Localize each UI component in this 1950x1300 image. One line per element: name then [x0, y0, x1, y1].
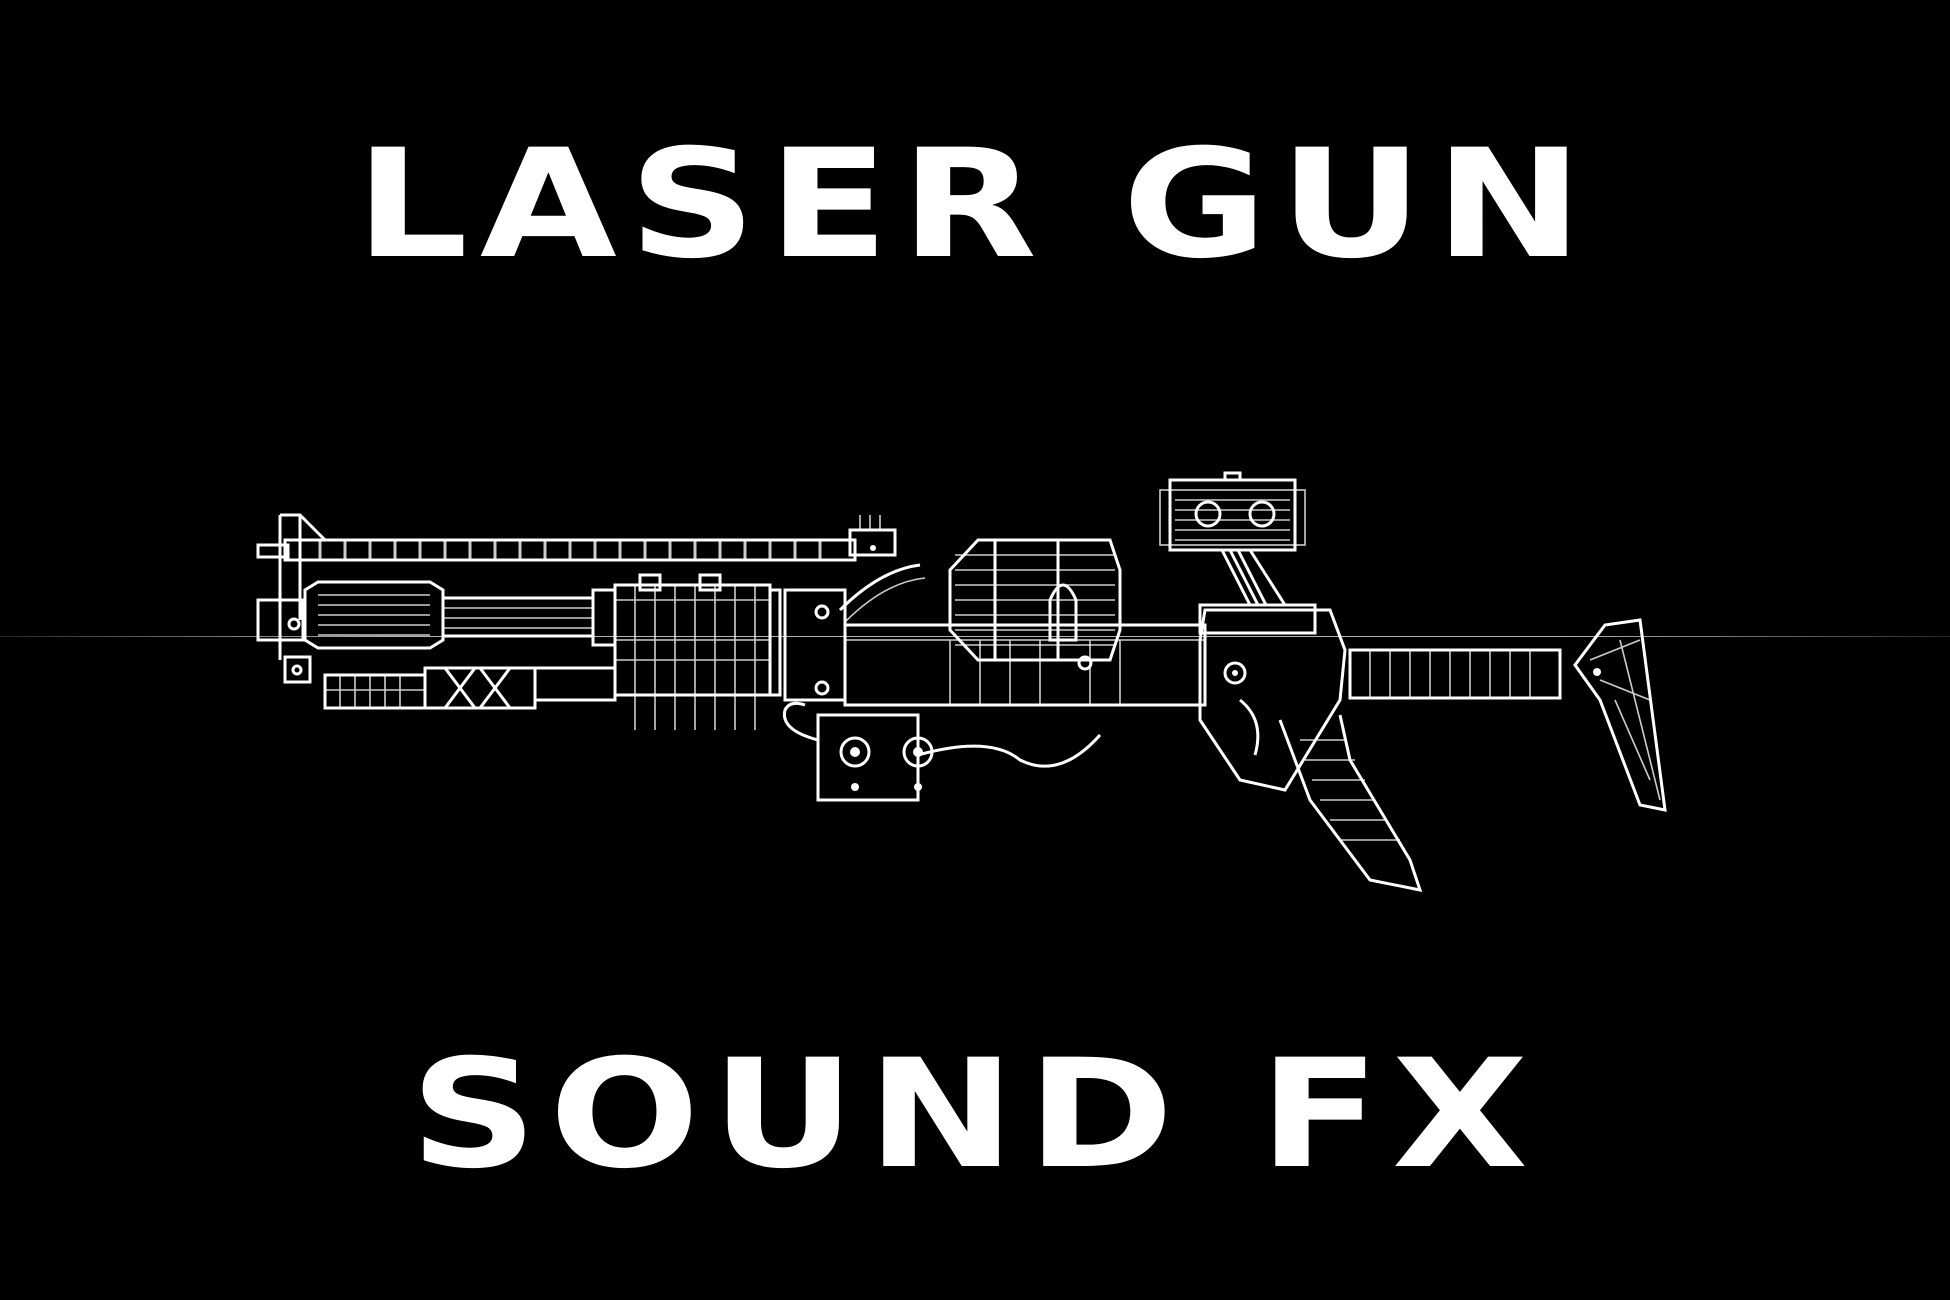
lower-rail: [283, 655, 617, 710]
horizon-line: [0, 636, 1950, 637]
top-rail: [256, 513, 897, 660]
buttstock: [1348, 618, 1667, 812]
title-laser-gun: LASER GUN: [355, 118, 1595, 292]
energy-canister: [948, 538, 1122, 662]
receiver: [843, 623, 1207, 707]
coil-tube: [838, 563, 926, 623]
control-box: [782, 701, 1102, 802]
barrel: [256, 573, 847, 730]
title-sound-fx: SOUND FX: [409, 1028, 1541, 1202]
grip: [1198, 603, 1423, 892]
scope: [1159, 471, 1306, 606]
